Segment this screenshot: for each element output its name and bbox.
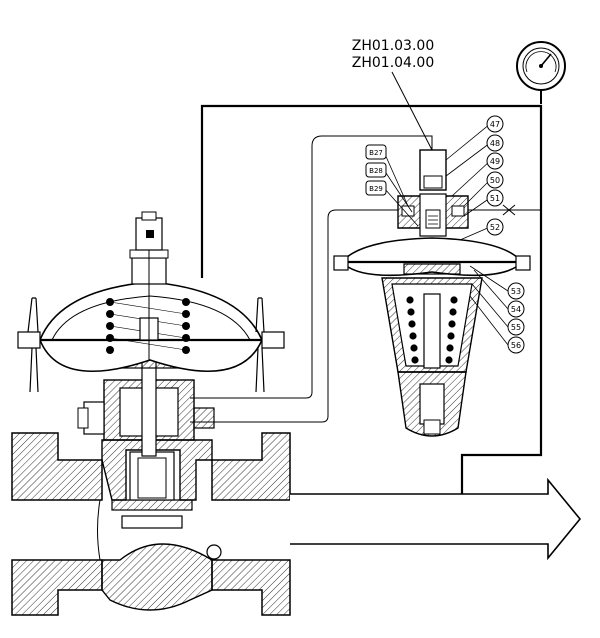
svg-text:49: 49: [490, 157, 500, 166]
svg-text:47: 47: [490, 120, 500, 129]
svg-text:51: 51: [490, 194, 500, 203]
svg-text:52: 52: [490, 223, 500, 232]
part-number-1: ZH01.03.00: [352, 38, 434, 54]
part-number-leader: [391, 71, 433, 151]
svg-text:48: 48: [490, 139, 500, 148]
callout-49: 49: [486, 152, 504, 170]
valve-body: [11, 432, 291, 616]
callout-55: 55: [507, 318, 525, 336]
callout-B29: B29: [365, 180, 387, 196]
svg-text:54: 54: [511, 305, 521, 314]
impulse-pipe: [200, 104, 543, 494]
part-number-2: ZH01.04.00: [352, 55, 434, 71]
callout-50: 50: [486, 171, 504, 189]
svg-text:B27: B27: [369, 149, 383, 157]
callout-51: 51: [486, 189, 504, 207]
pressure-gauge-icon: [516, 41, 566, 104]
svg-text:B29: B29: [369, 185, 383, 193]
callout-52: 52: [486, 218, 504, 236]
main-actuator: [17, 211, 285, 393]
callout-B27: B27: [365, 144, 387, 160]
svg-text:B28: B28: [369, 167, 383, 175]
svg-text:56: 56: [511, 341, 521, 350]
throttle-symbol: [502, 204, 516, 216]
pilot-regulator: [333, 149, 531, 437]
svg-text:55: 55: [511, 323, 521, 332]
callout-48: 48: [486, 134, 504, 152]
callout-B28: B28: [365, 162, 387, 178]
control-line-lower: [190, 209, 398, 423]
callout-leaders: [383, 123, 509, 346]
callout-47: 47: [486, 115, 504, 133]
callout-53: 53: [507, 282, 525, 300]
svg-text:50: 50: [490, 176, 500, 185]
callout-54: 54: [507, 300, 525, 318]
callout-56: 56: [507, 336, 525, 354]
svg-text:53: 53: [511, 287, 521, 296]
control-line-upper: [190, 135, 433, 399]
flow-direction-arrow-icon: [290, 477, 582, 561]
